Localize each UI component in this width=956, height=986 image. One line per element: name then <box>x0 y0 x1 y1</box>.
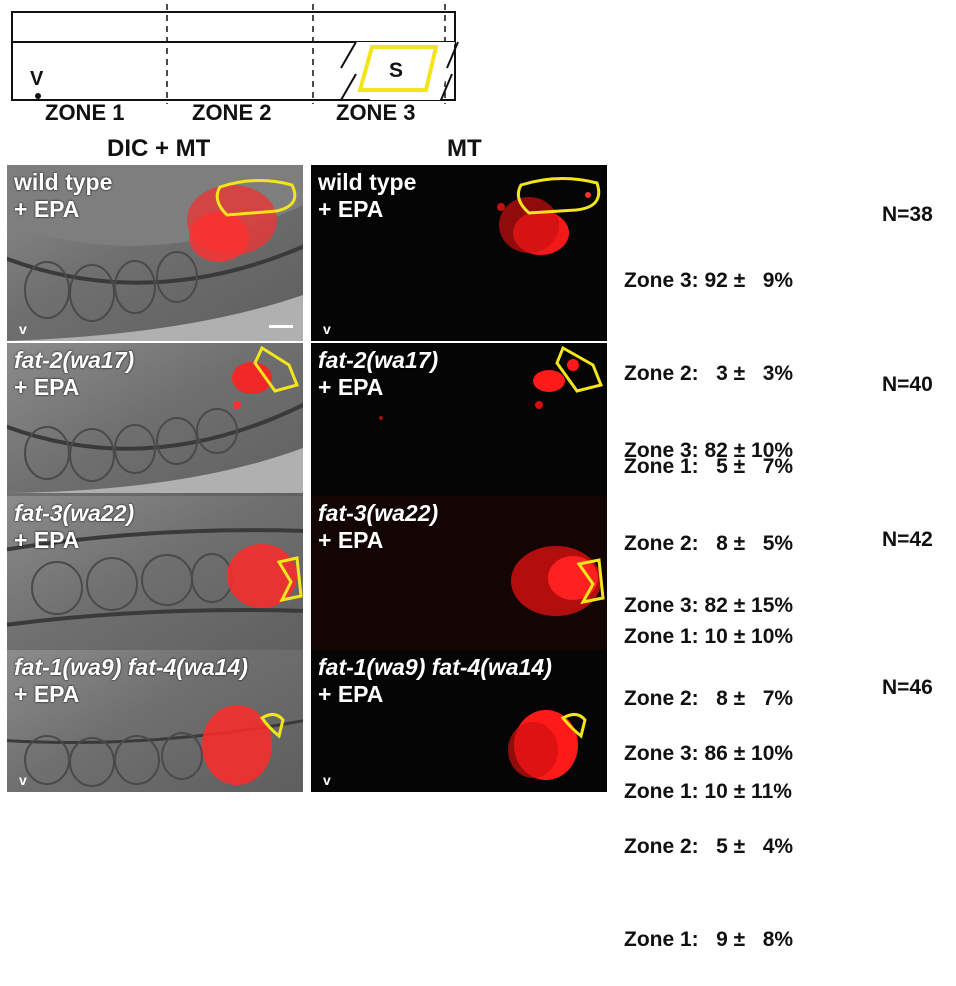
stat-zone-1: Zone 1: 10 ± 10% <box>624 625 794 648</box>
genotype-text: fat-3(wa22) <box>14 500 135 526</box>
genotype-text: fat-2(wa17) <box>318 347 439 373</box>
stat-zone-1: Zone 1: 9 ± 8% <box>624 928 794 951</box>
dic-image <box>7 705 303 787</box>
mt-panel-wild-type: wild type + EPA v <box>311 165 607 341</box>
zone-1-label: ZONE 1 <box>45 100 125 125</box>
dic-image <box>7 165 303 341</box>
treatment-text: + EPA <box>318 681 384 707</box>
vulva-marker: v <box>323 772 331 788</box>
column-header-dic-mt: DIC + MT <box>107 135 211 162</box>
stat-zone-2: Zone 2: 5 ± 4% <box>624 835 794 858</box>
treatment-text: + EPA <box>318 196 384 222</box>
genotype-label: fat-2(wa17) + EPA <box>14 347 134 401</box>
mt-image <box>379 345 604 420</box>
mt-image <box>511 546 605 616</box>
stat-zone-2: Zone 2: 8 ± 5% <box>624 532 794 555</box>
vulva-label: V <box>30 68 44 90</box>
vulva-marker: v <box>19 772 27 788</box>
genotype-label: wild type + EPA <box>14 169 112 223</box>
treatment-text: + EPA <box>14 374 80 400</box>
zone-3-label: ZONE 3 <box>336 100 416 125</box>
genotype-text: fat-3(wa22) <box>318 500 439 526</box>
genotype-text: fat-1(wa9) fat-4(wa14) <box>318 654 552 680</box>
genotype-label: fat-3(wa22) + EPA <box>318 500 438 554</box>
mt-panel-fat-1-fat-4: fat-1(wa9) fat-4(wa14) + EPA v <box>311 650 607 792</box>
vulva-marker: v <box>323 321 331 337</box>
zone-stats-fat-1-fat-4: Zone 3: 86 ± 10% Zone 2: 5 ± 4% Zone 1: … <box>624 676 793 986</box>
dic-panel-fat-2: fat-2(wa17) + EPA v <box>7 343 303 519</box>
dic-panel-wild-type: wild type + EPA v <box>7 165 303 341</box>
stat-zone-1: Zone 1: 10 ± 11% <box>624 780 792 803</box>
gonad-schematic <box>11 4 459 104</box>
stat-zone-2: Zone 2: 3 ± 3% <box>624 362 794 385</box>
spermatheca-label: S <box>389 59 404 82</box>
genotype-text: wild type <box>14 169 113 195</box>
stat-zone-3: Zone 3: 82 ± 10% <box>624 439 794 462</box>
dic-panel-fat-3: fat-3(wa22) + EPA v <box>7 496 303 672</box>
stat-zone-3: Zone 3: 82 ± 15% <box>624 594 794 617</box>
stat-zone-1: Zone 1: 5 ± 7% <box>624 455 794 478</box>
genotype-text: fat-2(wa17) <box>14 347 135 373</box>
stat-zone-2: Zone 2: 8 ± 7% <box>624 687 794 710</box>
zone-2-label: ZONE 2 <box>192 100 272 125</box>
column-header-mt: MT <box>447 135 482 162</box>
genotype-label: fat-1(wa9) fat-4(wa14) + EPA <box>14 654 248 708</box>
mt-panel-fat-2: fat-2(wa17) + EPA v <box>311 343 607 519</box>
sample-size-wild-type: N=38 <box>882 203 933 226</box>
genotype-text: fat-1(wa9) fat-4(wa14) <box>14 654 248 680</box>
stat-zone-3: Zone 3: 86 ± 10% <box>624 742 794 765</box>
dic-image <box>7 345 303 493</box>
treatment-text: + EPA <box>318 374 384 400</box>
dic-image <box>7 528 303 627</box>
mt-image <box>508 710 587 780</box>
mt-panel-fat-3: fat-3(wa22) + EPA v <box>311 496 607 672</box>
genotype-label: fat-1(wa9) fat-4(wa14) + EPA <box>318 654 552 708</box>
stat-zone-3: Zone 3: 92 ± 9% <box>624 269 794 292</box>
zone-stats-fat-2: Zone 3: 82 ± 10% Zone 2: 8 ± 5% Zone 1: … <box>624 373 793 683</box>
zone-stats-wild-type: Zone 3: 92 ± 9% Zone 2: 3 ± 3% Zone 1: 5… <box>624 203 793 513</box>
treatment-text: + EPA <box>14 196 80 222</box>
treatment-text: + EPA <box>318 527 384 553</box>
zone-stats-fat-3: Zone 3: 82 ± 15% Zone 2: 8 ± 7% Zone 1: … <box>624 528 793 838</box>
genotype-label: fat-2(wa17) + EPA <box>318 347 438 401</box>
genotype-text: wild type <box>318 169 417 195</box>
sample-size-fat-2: N=40 <box>882 373 933 396</box>
treatment-text: + EPA <box>14 681 80 707</box>
genotype-label: wild type + EPA <box>318 169 416 223</box>
vulva-marker: v <box>19 321 27 337</box>
dic-panel-fat-1-fat-4: fat-1(wa9) fat-4(wa14) + EPA v <box>7 650 303 792</box>
treatment-text: + EPA <box>14 527 80 553</box>
sample-size-fat-1-fat-4: N=46 <box>882 676 933 699</box>
genotype-label: fat-3(wa22) + EPA <box>14 500 134 554</box>
mt-image <box>497 176 601 255</box>
sample-size-fat-3: N=42 <box>882 528 933 551</box>
